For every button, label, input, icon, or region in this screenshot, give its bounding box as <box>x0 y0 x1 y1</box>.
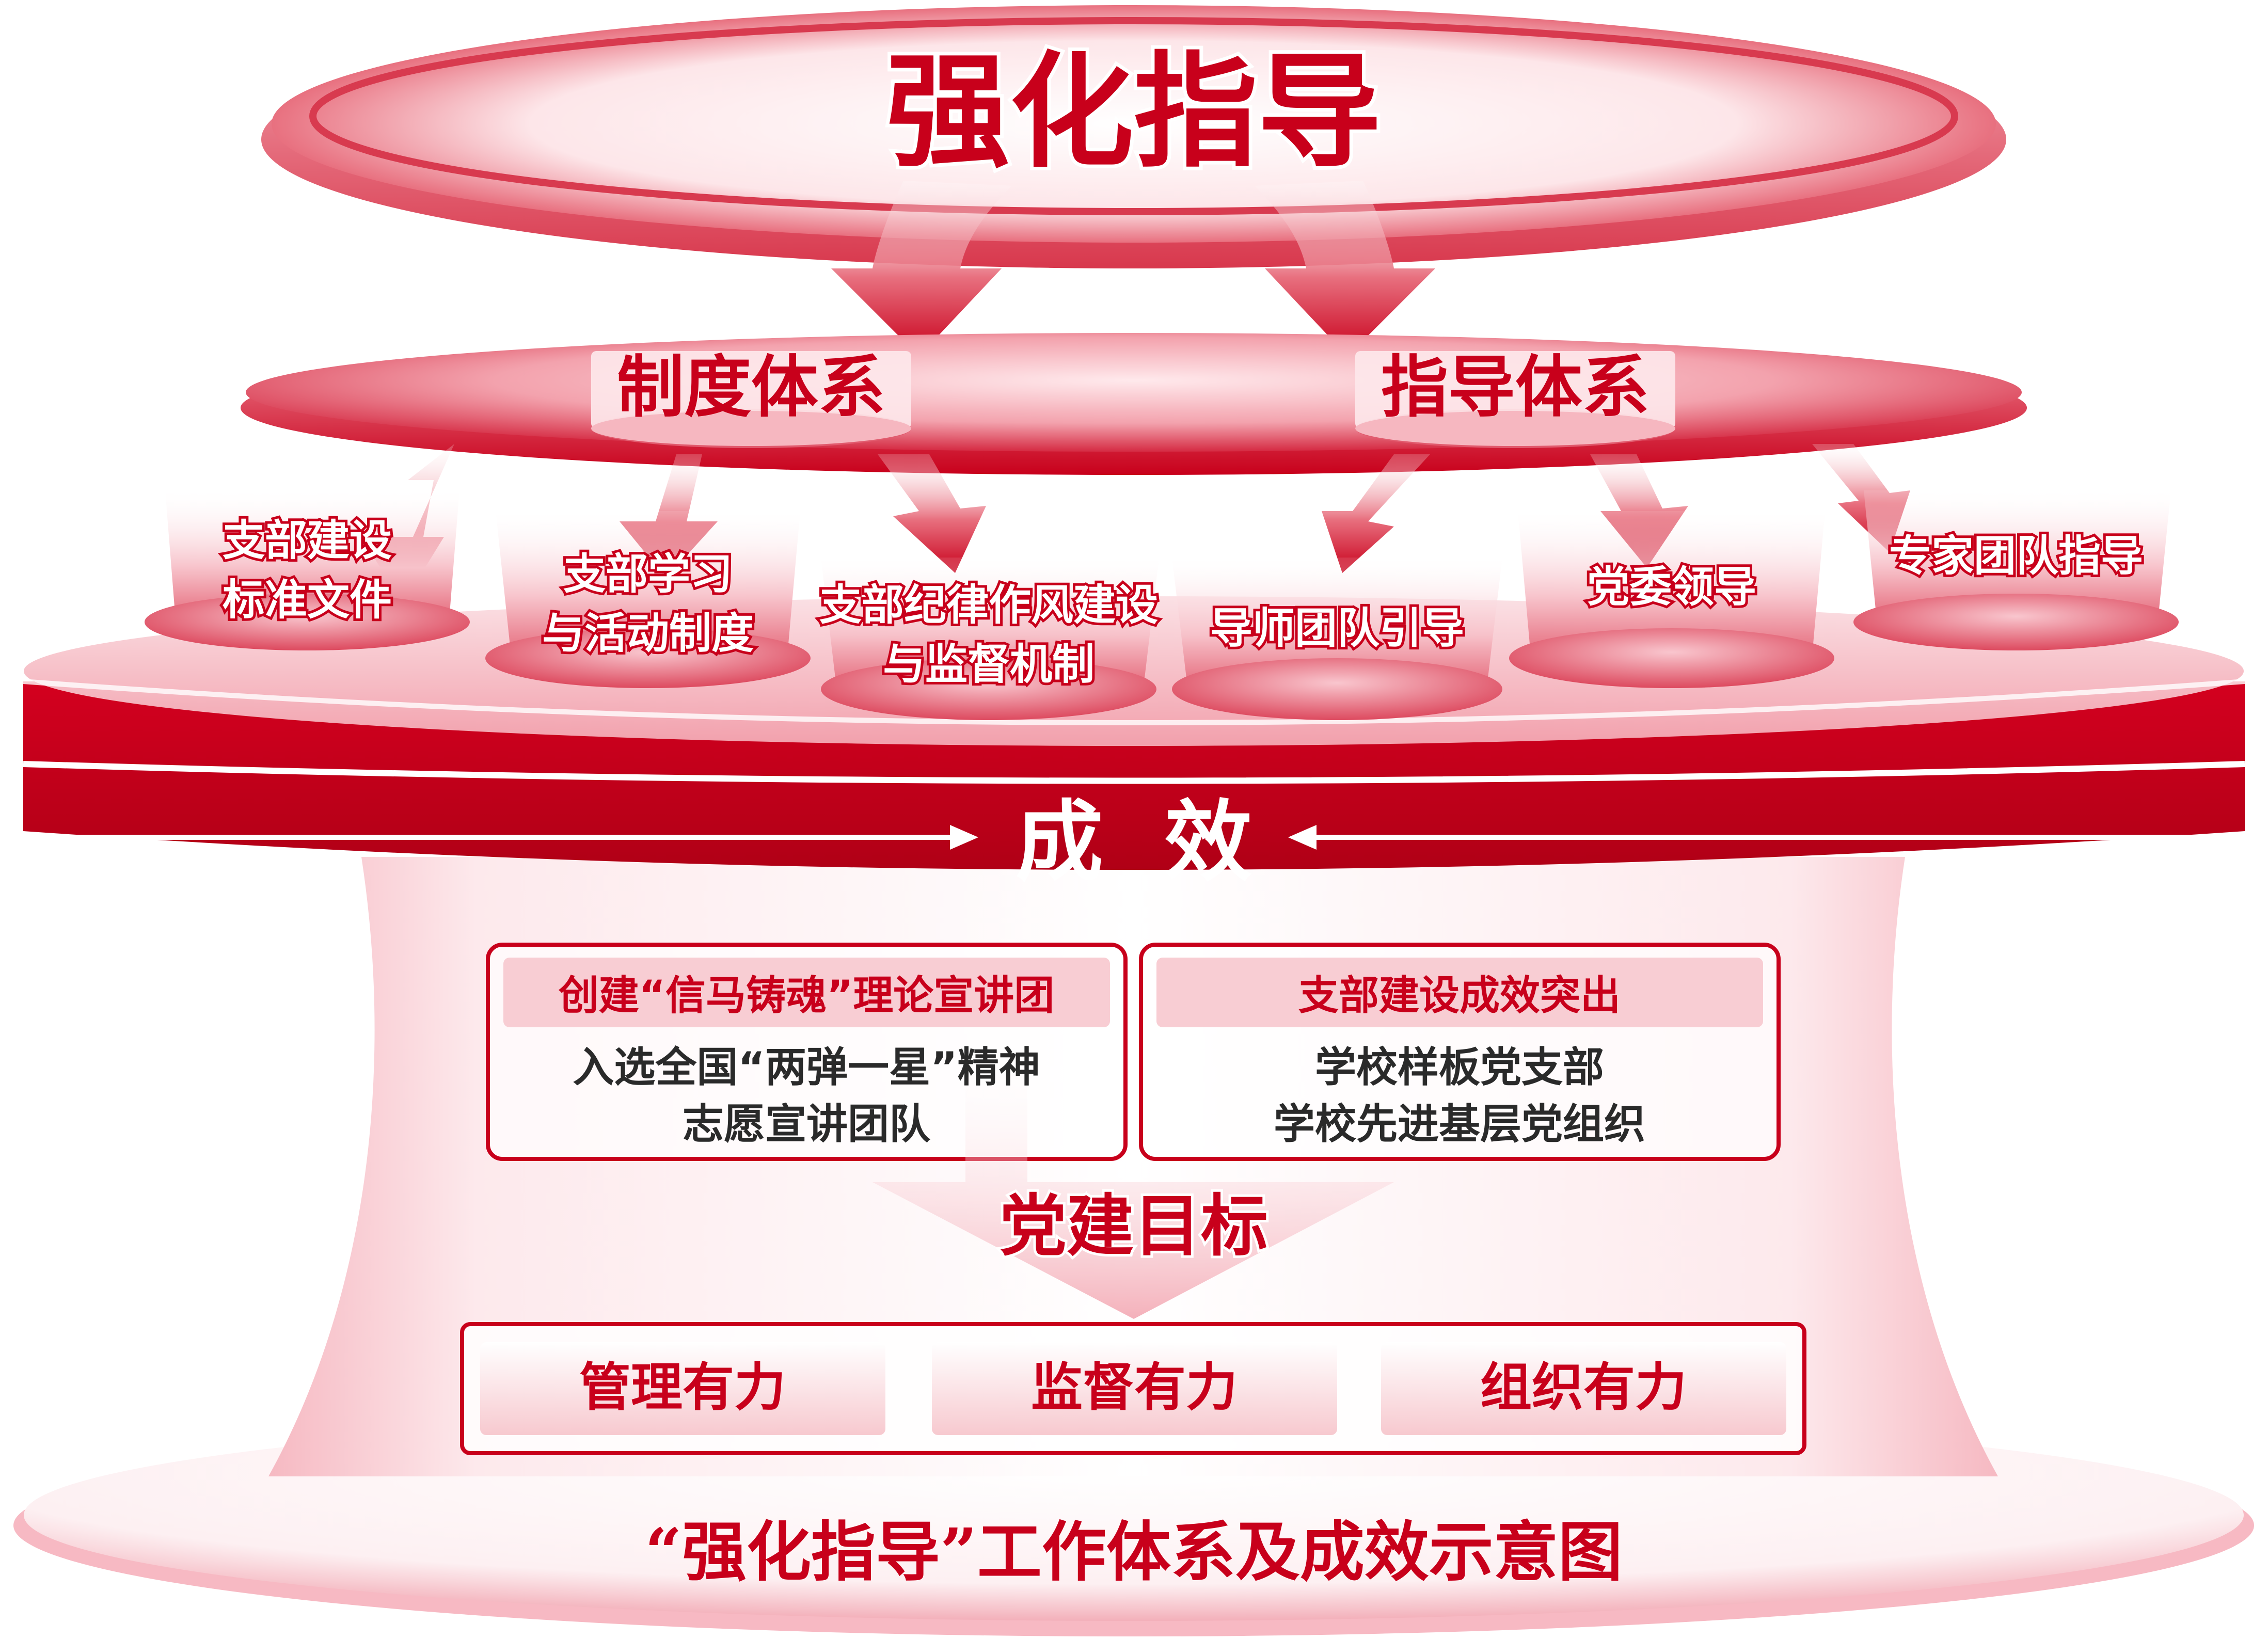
result-box-right <box>1139 943 1781 1161</box>
cup-shapes <box>145 490 2179 720</box>
goal-item-2: 监督有力 <box>1031 1357 1238 1418</box>
result-left-line-1: 入选全国“两弹一星”精神 <box>573 1043 1040 1091</box>
band-label: 成 效 <box>1016 791 1252 894</box>
result-left-header: 创建“信马铸魂”理论宣讲团 <box>559 973 1055 1019</box>
cup-3-line-1: 支部纪律作风建设 <box>819 581 1158 630</box>
left-pointing-arrow-icon <box>1288 825 1317 850</box>
result-left-line-2: 志愿宣讲团队 <box>683 1100 931 1148</box>
result-right-header: 支部建设成效突出 <box>1298 973 1621 1019</box>
goal-item-1: 管理有力 <box>579 1357 786 1418</box>
system-label-right: 指导体系 <box>1381 348 1650 426</box>
cup-2-line-2: 与活动制度 <box>542 609 754 658</box>
goal-item-3: 组织有力 <box>1480 1357 1687 1418</box>
system-label-left: 制度体系 <box>617 348 885 426</box>
result-right-line-2: 学校先进基层党组织 <box>1274 1100 1645 1148</box>
cup-1-line-1: 支部建设 <box>223 516 392 565</box>
top-disc <box>261 5 2006 268</box>
middle-disc <box>241 333 2027 475</box>
goals-box <box>460 1322 1806 1455</box>
cup-6-line-1: 专家团队指导 <box>1889 532 2143 581</box>
cup-1-line-2: 标准文件 <box>223 576 392 625</box>
result-right-line-1: 学校样板党支部 <box>1315 1043 1604 1091</box>
goal-down-arrow <box>873 1048 1394 1319</box>
system-plate-left <box>591 351 911 448</box>
cup-3-line-2: 与监督机制 <box>883 640 1095 689</box>
title-text: 强化指导 <box>886 40 1382 184</box>
cup-5-line-1: 党委领导 <box>1587 563 1756 612</box>
system-plate-right <box>1355 351 1675 448</box>
diagram-caption: “强化指导”工作体系及成效示意图 <box>645 1515 1623 1590</box>
cup-4-line-1: 导师团队引导 <box>1210 604 1464 653</box>
cup-2-line-1: 支部学习 <box>563 550 733 599</box>
top-to-mid-arrows <box>831 181 1435 356</box>
right-pointing-arrow-icon <box>950 825 978 850</box>
goal-label: 党建目标 <box>1000 1187 1268 1265</box>
band-arrows <box>31 825 2237 850</box>
